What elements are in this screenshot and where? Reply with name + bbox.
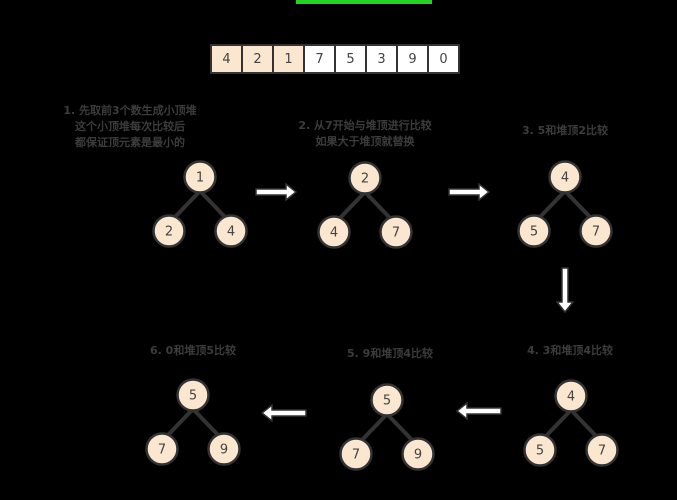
tree-edge bbox=[191, 407, 220, 437]
step-label-line: 2. 从7开始与堆顶进行比较 bbox=[298, 119, 432, 132]
step-label-line: 1. 先取前3个数生成小顶堆 bbox=[63, 104, 197, 117]
tree-edge bbox=[198, 189, 227, 219]
tree-edge bbox=[385, 412, 414, 442]
step-3-label: 3. 5和堆顶2比较 bbox=[500, 123, 630, 139]
heap-node-value: 7 bbox=[352, 448, 360, 463]
heap-node-value: 4 bbox=[227, 225, 235, 240]
heap-node bbox=[548, 160, 582, 194]
heap-node bbox=[554, 379, 588, 413]
tree-edge bbox=[338, 190, 367, 220]
tree-edge bbox=[360, 412, 389, 442]
heap-node-value: 2 bbox=[165, 225, 173, 240]
heap-node-value: 4 bbox=[567, 390, 575, 405]
heap-node bbox=[348, 161, 382, 195]
tree-edge bbox=[363, 190, 392, 220]
tree-edge bbox=[563, 189, 592, 219]
heap-node-value: 7 bbox=[598, 444, 606, 459]
down-arrow-icon bbox=[555, 267, 575, 314]
step-label-line: 5. 9和堆顶4比较 bbox=[347, 347, 433, 360]
left-arrow-icon bbox=[260, 403, 307, 423]
step-label-line: 6. 0和堆顶5比较 bbox=[150, 344, 236, 357]
tree-edge bbox=[166, 407, 195, 437]
step-6-label: 6. 0和堆顶5比较 bbox=[128, 343, 258, 359]
heap-node-value: 4 bbox=[330, 226, 338, 241]
heap-node bbox=[523, 433, 557, 467]
title-highlight-bar bbox=[296, 0, 432, 4]
step-4-label: 4. 3和堆顶4比较 bbox=[505, 343, 635, 359]
heap-node-value: 5 bbox=[530, 225, 538, 240]
tree-edge bbox=[569, 408, 598, 438]
heap-node-value: 7 bbox=[592, 225, 600, 240]
heap-node-value: 1 bbox=[196, 171, 204, 186]
heap-node bbox=[370, 383, 404, 417]
heap-node bbox=[339, 437, 373, 471]
heap-node-value: 9 bbox=[414, 448, 422, 463]
heap-node bbox=[152, 214, 186, 248]
array-cell: 9 bbox=[398, 46, 427, 72]
array-cell: 0 bbox=[429, 46, 458, 72]
step-1-label: 1. 先取前3个数生成小顶堆这个小顶堆每次比较后都保证顶元素是最小的 bbox=[40, 103, 220, 151]
step-label-line: 如果大于堆顶就替换 bbox=[315, 135, 415, 148]
heap-node-value: 5 bbox=[536, 444, 544, 459]
heap-node bbox=[145, 432, 179, 466]
left-arrow-icon bbox=[455, 401, 502, 421]
heap-node-value: 7 bbox=[158, 443, 166, 458]
heap-node bbox=[214, 214, 248, 248]
heap-node bbox=[579, 214, 613, 248]
array-cell: 3 bbox=[367, 46, 396, 72]
heap-node bbox=[585, 433, 619, 467]
step-5-label: 5. 9和堆顶4比较 bbox=[325, 346, 455, 362]
array-cell: 2 bbox=[243, 46, 272, 72]
heap-node-value: 9 bbox=[220, 443, 228, 458]
heap-node-value: 5 bbox=[383, 394, 391, 409]
right-arrow-icon bbox=[255, 182, 298, 202]
array-cell: 7 bbox=[305, 46, 334, 72]
array-cell: 5 bbox=[336, 46, 365, 72]
right-arrow-icon bbox=[448, 182, 491, 202]
heap-node-value: 5 bbox=[189, 389, 197, 404]
heap-node-value: 7 bbox=[392, 226, 400, 241]
tree-edge bbox=[173, 189, 202, 219]
step-label-line: 这个小顶堆每次比较后 bbox=[75, 120, 185, 133]
heap-node bbox=[317, 215, 351, 249]
array-cell: 1 bbox=[274, 46, 303, 72]
heap-node bbox=[176, 378, 210, 412]
heap-node bbox=[379, 215, 413, 249]
heap-node bbox=[517, 214, 551, 248]
tree-edge bbox=[544, 408, 573, 438]
step-label-line: 3. 5和堆顶2比较 bbox=[522, 124, 608, 137]
step-label-line: 都保证顶元素是最小的 bbox=[75, 136, 185, 149]
heap-node-value: 2 bbox=[361, 172, 369, 187]
step-label-line: 4. 3和堆顶4比较 bbox=[527, 344, 613, 357]
heap-node bbox=[401, 437, 435, 471]
step-2-label: 2. 从7开始与堆顶进行比较如果大于堆顶就替换 bbox=[280, 118, 450, 150]
heap-node bbox=[183, 160, 217, 194]
heap-node-value: 4 bbox=[561, 171, 569, 186]
array-cell: 4 bbox=[212, 46, 241, 72]
heap-node bbox=[207, 432, 241, 466]
tree-edge bbox=[538, 189, 567, 219]
